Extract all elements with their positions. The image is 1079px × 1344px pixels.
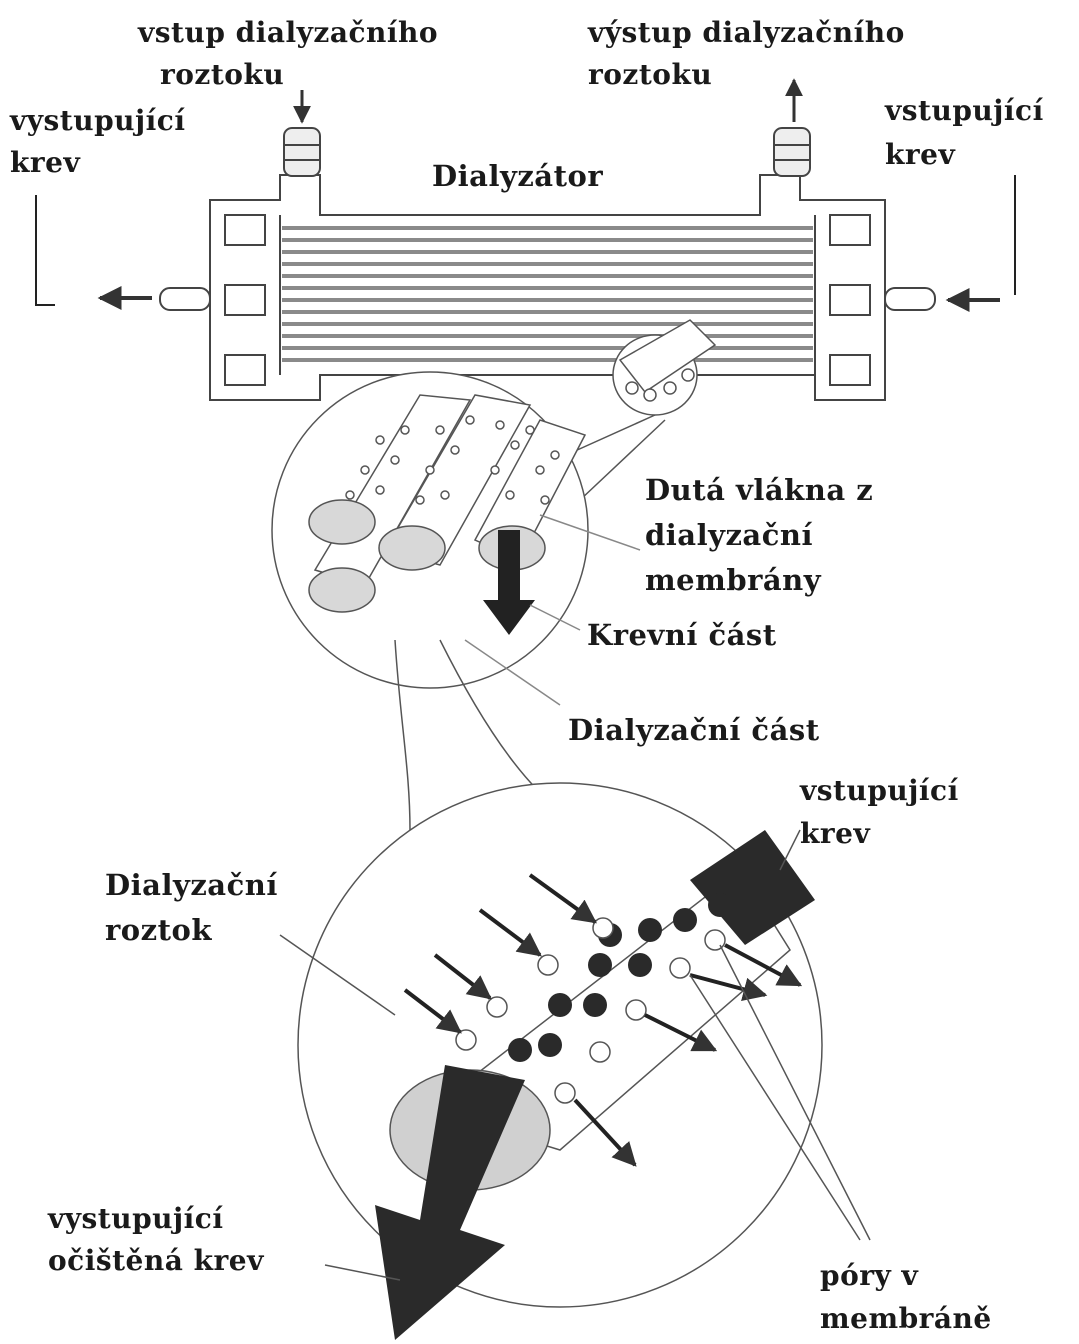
blood-inlet-port	[885, 288, 935, 310]
label-dialysate-solution-1: Dialyzační	[105, 868, 278, 902]
label-cleaned-blood-2: očištěná krev	[48, 1244, 264, 1277]
label-blood-in-top-1: vstupující	[884, 94, 1044, 127]
label-blood-in-top-2: krev	[885, 138, 955, 171]
leader-blood-in	[780, 830, 800, 870]
label-blood-in-bottom-2: krev	[800, 817, 870, 850]
label-dialyzer: Dialyzátor	[432, 159, 603, 193]
label-blood-in-bottom-1: vstupující	[799, 774, 959, 807]
blood-outlet-port	[160, 288, 210, 310]
label-pores-2: membráně	[820, 1302, 992, 1335]
label-dialysate-solution-2: roztok	[105, 913, 212, 947]
dialysate-outlet-port	[774, 128, 810, 176]
label-blood-out-top-1: vystupující	[9, 104, 185, 137]
blood-out-bracket	[36, 195, 55, 305]
label-dialysate-in-2: roztoku	[160, 58, 284, 91]
label-cleaned-blood-1: vystupující	[47, 1202, 223, 1235]
label-dialysate-in-1: vstup dialyzačního	[137, 16, 438, 49]
label-dialysate-out-1: výstup dialyzačního	[587, 16, 905, 49]
label-pores-1: póry v	[820, 1259, 919, 1292]
label-hollow-fibers-2: dialyzační	[645, 518, 813, 552]
label-hollow-fibers-3: membrány	[645, 563, 822, 597]
dialysate-inlet-port	[284, 128, 320, 176]
label-dialysate-part: Dialyzační část	[568, 713, 820, 747]
label-blood-part: Krevní část	[587, 618, 777, 652]
label-hollow-fibers-1: Dutá vlákna z	[645, 473, 873, 507]
label-dialysate-out-2: roztoku	[588, 58, 712, 91]
label-blood-out-top-2: krev	[10, 146, 80, 179]
